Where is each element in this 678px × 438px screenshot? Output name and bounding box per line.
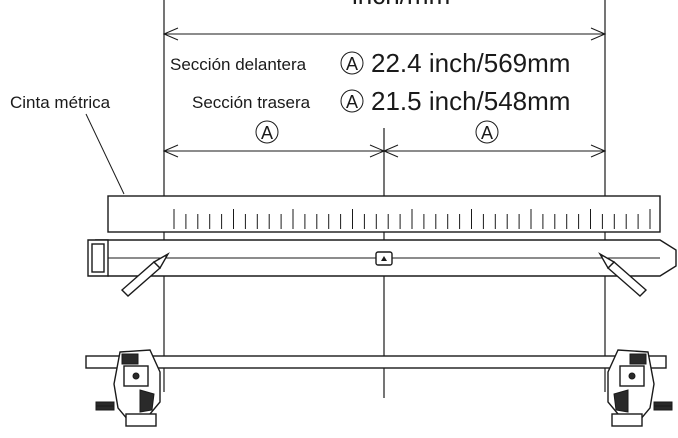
- tape-measure-label: Cinta métrica: [10, 93, 111, 112]
- roof-bar-body: [85, 355, 667, 369]
- tape-measure: [107, 195, 661, 233]
- top-partial-label: inch/mm: [352, 0, 450, 10]
- front-marker-letter: A: [346, 54, 358, 74]
- right-pencil: [598, 252, 648, 297]
- tape-measure-leader: [85, 113, 125, 195]
- right-foot-bracket: [607, 349, 673, 427]
- right-half-marker: A: [475, 120, 499, 144]
- right-half-letter: A: [481, 123, 493, 143]
- roof-bar: [85, 355, 667, 369]
- center-mark-arrow: [381, 256, 387, 261]
- left-pencil: [120, 252, 170, 297]
- tape-measure-ticks: [173, 209, 651, 229]
- crossbar: [87, 239, 677, 277]
- rear-marker-circle: [340, 89, 364, 113]
- overall-dimension-arrow: [162, 27, 607, 41]
- rear-section-label: Sección trasera: [192, 93, 311, 112]
- half-dimension-arrows: [162, 144, 607, 158]
- front-section-label: Sección delantera: [170, 55, 307, 74]
- left-half-marker: A: [255, 120, 279, 144]
- rear-section-line: Sección trasera A 21.5 inch/548mm: [192, 86, 570, 116]
- left-foot-bracket: [95, 349, 161, 427]
- front-value: 22.4 inch/569mm: [371, 48, 570, 78]
- left-half-letter: A: [261, 123, 273, 143]
- crossbar-end-hollow: [91, 243, 105, 273]
- tape-measure-body: [107, 195, 661, 233]
- front-section-line: Sección delantera A 22.4 inch/569mm: [170, 48, 570, 78]
- rear-marker-letter: A: [346, 92, 358, 112]
- rear-value: 21.5 inch/548mm: [371, 86, 570, 116]
- front-marker-circle: [340, 51, 364, 75]
